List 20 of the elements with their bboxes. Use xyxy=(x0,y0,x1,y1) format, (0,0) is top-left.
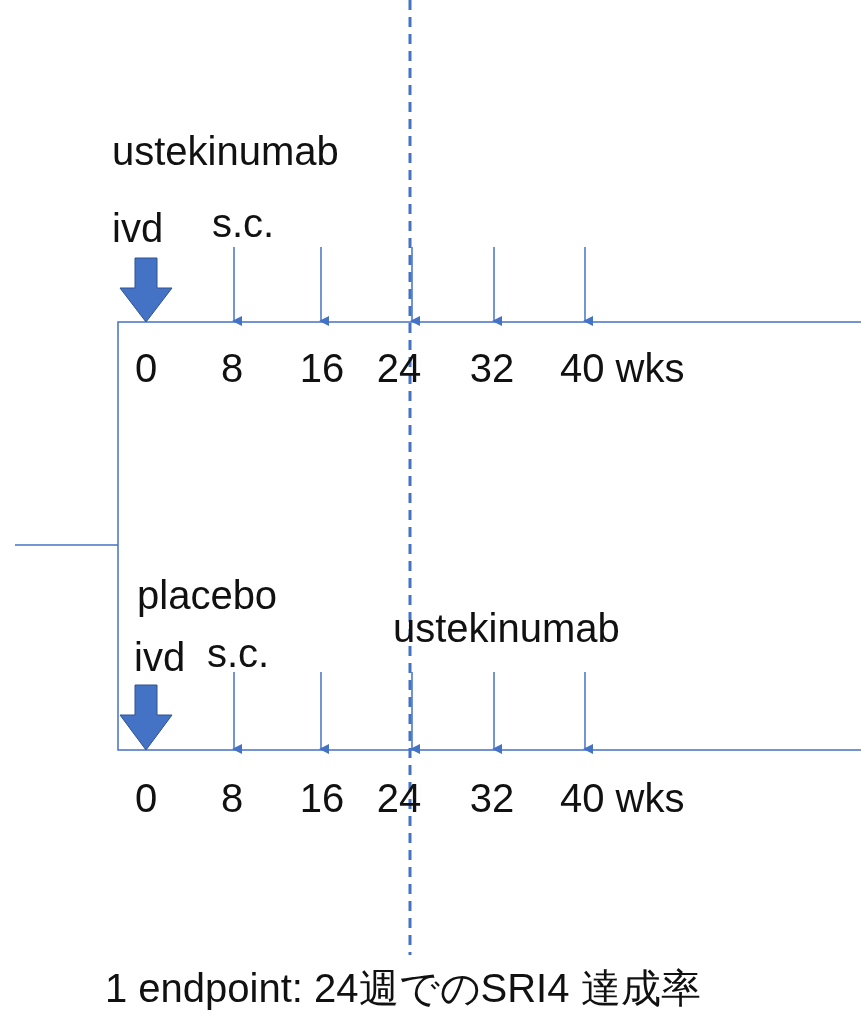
route-label: s.c. xyxy=(207,630,270,676)
route-label: s.c. xyxy=(212,200,275,246)
week-number: 40 wks xyxy=(560,345,685,391)
week-number: 0 xyxy=(134,345,158,391)
route-label: ivd xyxy=(134,634,186,680)
week-number: 16 xyxy=(299,345,345,391)
week-number: 8 xyxy=(220,345,244,391)
week-number: 32 xyxy=(469,345,515,391)
drug-label: ustekinumab xyxy=(112,128,339,174)
week-number: 32 xyxy=(469,775,515,821)
route-label: ivd xyxy=(112,205,164,251)
drug-label: placebo xyxy=(137,572,278,618)
week-number: 24 xyxy=(376,775,422,821)
week-number: 0 xyxy=(134,775,158,821)
endpoint-caption: 1 endpoint: 24週でのSRI4 達成率 xyxy=(105,965,701,1011)
drug-label: ustekinumab xyxy=(393,605,620,651)
week-number: 8 xyxy=(220,775,244,821)
week-number: 16 xyxy=(299,775,345,821)
week-number: 24 xyxy=(376,345,422,391)
week-number: 40 wks xyxy=(560,775,685,821)
